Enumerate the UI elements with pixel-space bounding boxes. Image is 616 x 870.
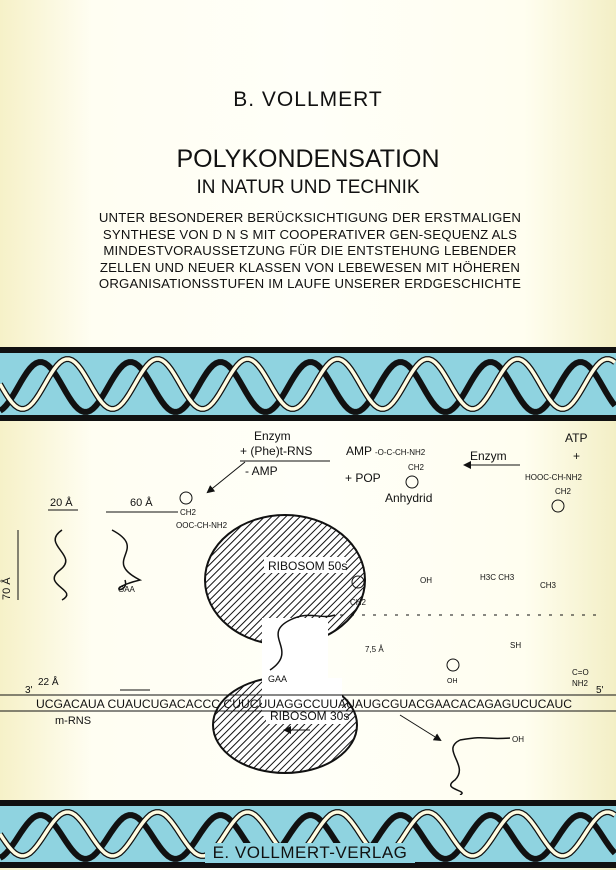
ribosom-30s-label: RIBOSOM 30s	[270, 709, 349, 723]
mrna-sequence: UCGACAUA CUAUCUGACACCC CUUCUUAGGCCUUAUAU…	[36, 699, 572, 711]
nh2-label: NH2	[572, 679, 589, 688]
plus-label: +	[573, 449, 580, 463]
ooc-label: OOC-CH-NH2	[176, 521, 228, 530]
dna-helix-band-top	[0, 347, 616, 421]
protein-synthesis-diagram: Enzym + (Phe)t-RNS - AMP AMP -O-C-CH-NH2…	[0, 429, 616, 795]
dim-75: 7,5 Å	[365, 645, 384, 654]
c-o-label: C=O	[572, 668, 589, 677]
gaa-label-2: GAA	[268, 674, 287, 684]
description-line: ZELLEN UND NEUER KLASSEN VON LEBEWESEN M…	[99, 259, 521, 275]
oh-label-3: OH	[512, 735, 524, 744]
amp-label: AMP	[346, 444, 372, 458]
oh-label-2: OH	[447, 678, 458, 685]
ch2-label-2: CH2	[555, 487, 572, 496]
description: UNTER BESONDERER BERÜCKSICHTIGUNG DER ER…	[60, 210, 560, 293]
enzym-label: Enzym	[254, 429, 291, 443]
sh-label: SH	[510, 641, 521, 650]
dna-helix-icon	[0, 347, 616, 421]
description-line: ORGANISATIONSSTUFEN IM LAUFE UNSERER ERD…	[98, 276, 522, 291]
ribosom-50s-label: RIBOSOM 50s	[268, 559, 347, 573]
gaa-label: GAA	[118, 585, 136, 594]
dim-22: 22 Å	[38, 675, 59, 688]
ch2-label-3: CH2	[180, 508, 197, 517]
minus-amp-label: - AMP	[245, 464, 278, 478]
ch3-label: CH3	[540, 581, 557, 590]
enzym-label-2: Enzym	[470, 449, 507, 463]
description-line: SYNTHESE VON D N S MIT COOPERATIVER GEN-…	[102, 226, 518, 242]
atp-label: ATP	[565, 431, 587, 445]
five-prime-label: 5'	[596, 685, 604, 696]
mrns-label: m-RNS	[55, 715, 91, 727]
anhydrid-label: Anhydrid	[385, 491, 432, 505]
dim-60: 60 Å	[130, 496, 153, 509]
anhydride-formula: -O-C-CH-NH2	[375, 448, 426, 457]
author: B. VOLLMERT	[233, 88, 383, 111]
helix-strand	[0, 357, 616, 411]
dim-20: 20 Å	[50, 496, 73, 509]
ch2-label: CH2	[408, 463, 425, 472]
book-title: POLYKONDENSATION	[176, 145, 440, 173]
description-line: MINDESTVORAUSSETZUNG FÜR DIE ENTSTEHUNG …	[103, 243, 517, 258]
description-line: UNTER BESONDERER BERÜCKSICHTIGUNG DER ER…	[98, 210, 522, 225]
three-prime-label: 3'	[25, 685, 33, 696]
phenylalanine-label: HOOC-CH-NH2	[525, 473, 582, 482]
oh-label: OH	[420, 576, 432, 585]
h3c-ch3-label: H3C CH3	[480, 573, 515, 582]
ch2-label-4: CH2	[350, 598, 367, 607]
plus-pop-label: + POP	[345, 471, 381, 485]
dim-70: 70 Å	[0, 577, 13, 600]
book-subtitle: IN NATUR UND TECHNIK	[196, 177, 420, 198]
helix-strand	[0, 359, 616, 415]
helix-strand	[0, 812, 616, 862]
publisher: E. VOLLMERT-VERLAG	[205, 843, 415, 863]
phe-trns-label: + (Phe)t-RNS	[240, 444, 312, 458]
